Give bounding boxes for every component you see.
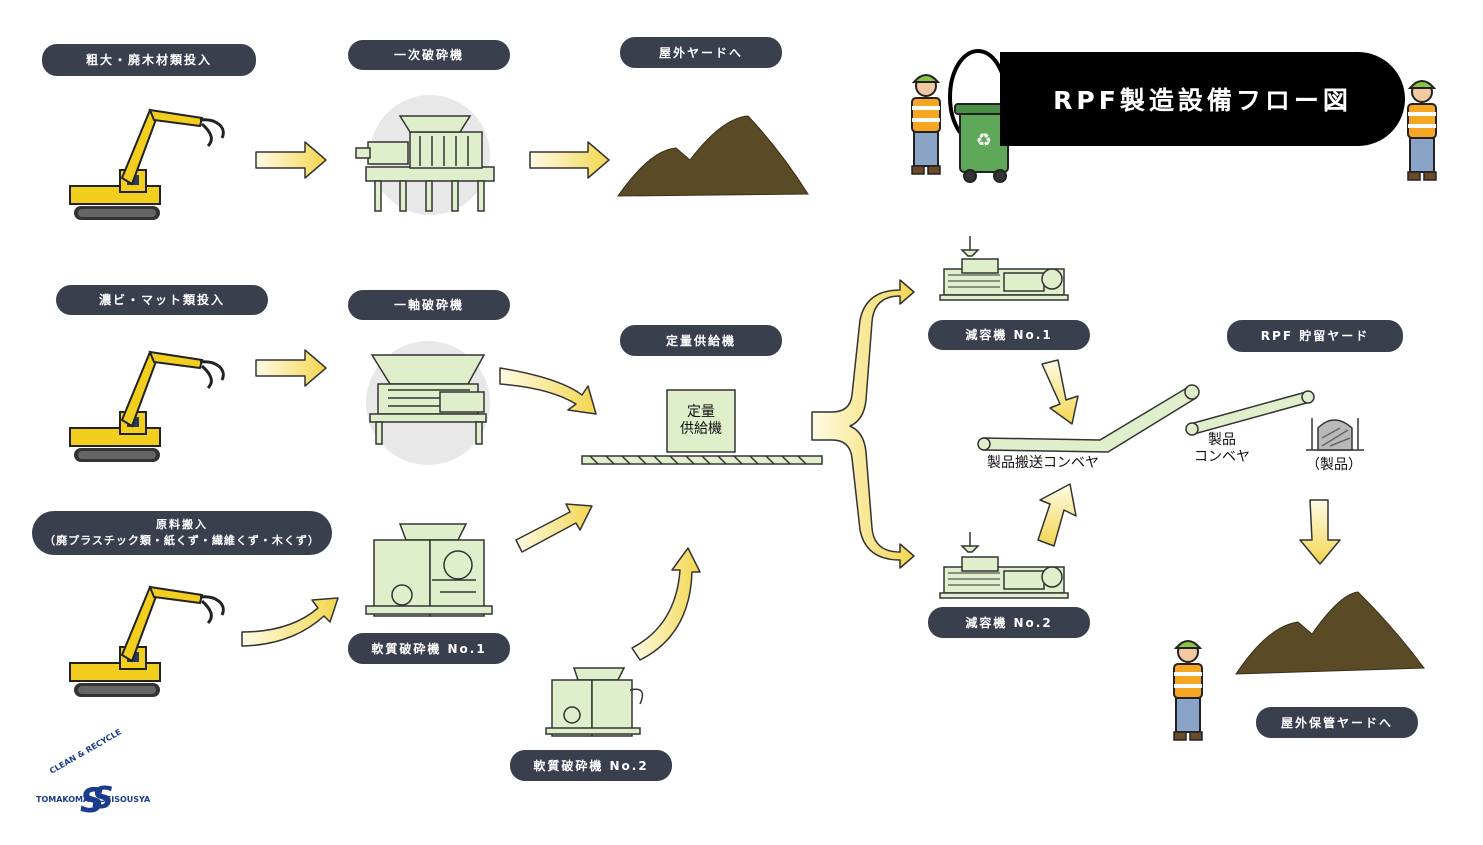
soft-crusher-1-icon xyxy=(365,523,493,617)
product-conveyor-line2: コンベヤ xyxy=(1194,449,1250,465)
single-shaft-crusher-icon xyxy=(369,354,487,445)
reducer-1-icon xyxy=(939,258,1069,301)
product-transport-conveyor-label: 製品搬送コンベヤ xyxy=(987,455,1099,471)
reducer-2-icon xyxy=(939,556,1069,599)
label-rpf-yard: RPF 貯留ヤード xyxy=(1227,320,1403,352)
label-fixed-feeder: 定量供給機 xyxy=(620,325,782,356)
worker-3-icon xyxy=(1173,640,1203,741)
svg-text:S: S xyxy=(92,781,114,816)
worker-1-icon xyxy=(911,74,941,175)
product-stack-icon xyxy=(1306,418,1364,451)
page-title: RPF製造設備フロー図 xyxy=(1053,86,1352,115)
primary-crusher-icon xyxy=(355,115,495,212)
label-input-3-line1: 原料搬入 xyxy=(156,518,208,531)
logo-left-text: TOMAKOMAI xyxy=(36,795,93,804)
pile-2-icon xyxy=(1235,591,1425,675)
title-banner: RPF製造設備フロー図 xyxy=(1000,52,1405,146)
excavator-2-icon xyxy=(68,350,225,464)
logo-right-text: SEISOUSYA xyxy=(100,795,151,804)
product-conveyor-line1: 製品 xyxy=(1208,432,1236,448)
recycle-bin-icon: ♻ xyxy=(954,103,1014,183)
fixed-feeder-box-line1: 定量 xyxy=(687,404,715,420)
worker-2-icon xyxy=(1407,80,1437,181)
label-single-shaft-crusher: 一軸破砕機 xyxy=(348,290,510,320)
arrow-straight-group xyxy=(241,141,1341,661)
label-primary-crusher: 一次破砕機 xyxy=(348,40,510,70)
excavator-3-icon xyxy=(68,585,225,699)
label-outdoor-storage: 屋外保管ヤードへ xyxy=(1256,707,1418,738)
fixed-feeder-box-text: 定量 供給機 xyxy=(667,404,735,438)
conveyor-group xyxy=(977,384,1315,453)
product-label: （製品） xyxy=(1306,457,1362,473)
label-input-3: 原料搬入 （廃プラスチック類・紙くず・繊維くず・木くず） xyxy=(32,511,332,555)
label-soft-crusher-1: 軟質破砕機 No.1 xyxy=(348,633,510,664)
label-reducer-1: 減容機 No.1 xyxy=(928,320,1090,350)
label-input-1: 粗大・廃木材類投入 xyxy=(42,44,256,76)
label-reducer-2: 減容機 No.2 xyxy=(928,607,1090,638)
company-logo: S S xyxy=(80,781,114,821)
fixed-feeder-box-line2: 供給機 xyxy=(680,421,722,437)
label-input-2: 濃ビ・マット類投入 xyxy=(56,285,268,315)
label-input-3-line2: （廃プラスチック類・紙くず・繊維くず・木くず） xyxy=(44,534,320,547)
label-outdoor-yard: 屋外ヤードへ xyxy=(620,37,782,68)
svg-text:♻: ♻ xyxy=(976,130,992,151)
pile-1-icon xyxy=(617,115,809,197)
svg-text:S: S xyxy=(80,781,105,821)
product-conveyor-label: 製品 コンベヤ xyxy=(1182,432,1262,466)
label-soft-crusher-2: 軟質破砕機 No.2 xyxy=(510,750,672,781)
excavator-1-icon xyxy=(68,108,225,222)
fixed-feeder-icon xyxy=(581,389,823,465)
soft-crusher-2-icon xyxy=(545,667,644,737)
